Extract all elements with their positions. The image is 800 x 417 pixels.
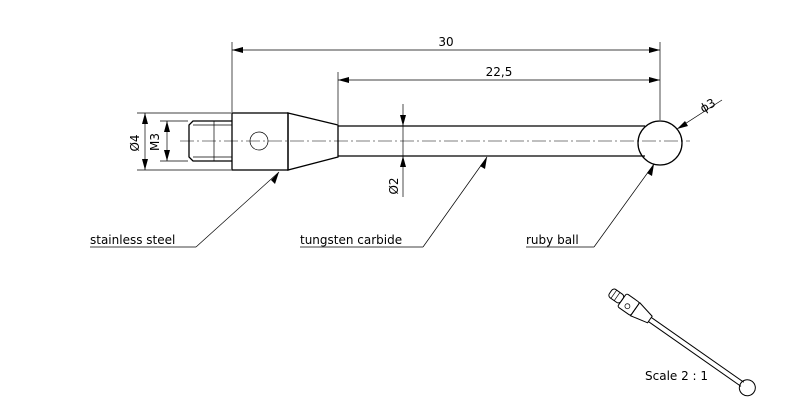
leader-tungsten-carbide	[300, 156, 488, 248]
ruby-ball	[637, 120, 683, 166]
leader-ruby-ball	[526, 163, 655, 248]
dimension-shaft-diameter	[137, 112, 231, 171]
label-ruby-ball: ruby ball	[526, 233, 579, 247]
stainless-steel-body	[231, 112, 339, 171]
label-stainless-steel: stainless steel	[90, 233, 175, 247]
dimension-stylus-length-value: 22,5	[486, 65, 513, 79]
dimension-ball-diameter-value: ϕ3	[698, 96, 718, 116]
dimension-thread-value: M3	[148, 133, 162, 151]
dimension-thread	[160, 120, 188, 162]
dimension-ball-diameter	[676, 99, 723, 130]
leader-stainless-steel	[90, 171, 280, 248]
dimension-overall-length	[231, 42, 661, 120]
dimension-stem-diameter	[400, 104, 406, 197]
dimension-stem-diameter-value: Ø2	[387, 177, 401, 194]
dimension-stylus-length	[337, 72, 660, 124]
scale-label: Scale 2 : 1	[645, 369, 708, 383]
dimension-shaft-diameter-value: Ø4	[128, 134, 142, 151]
threaded-end	[188, 120, 232, 162]
dimension-overall-length-value: 30	[438, 35, 453, 49]
isometric-view	[608, 288, 756, 397]
tungsten-carbide-stem	[338, 125, 645, 157]
label-tungsten-carbide: tungsten carbide	[300, 233, 402, 247]
